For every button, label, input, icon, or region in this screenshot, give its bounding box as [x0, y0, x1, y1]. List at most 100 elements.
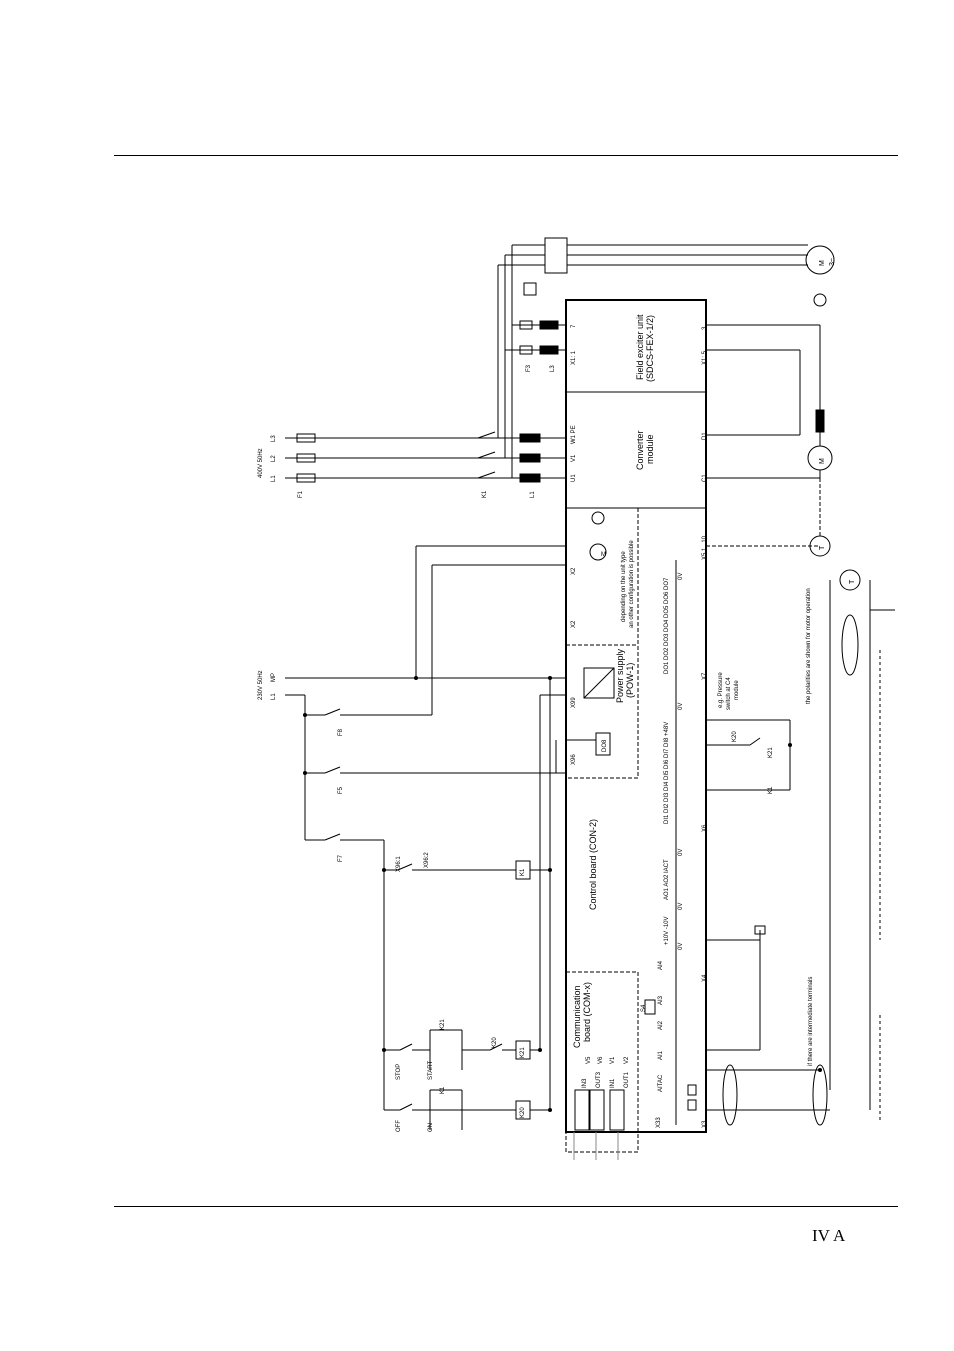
polarity-note: the polarities are shown for motor opera…: [806, 588, 812, 704]
zero-v-2: 0V: [678, 703, 684, 710]
stop-label: STOP: [396, 1064, 402, 1080]
x2-block: X2: [571, 567, 577, 575]
tacho-t: T: [819, 545, 826, 550]
zero-v-3: 0V: [678, 849, 684, 856]
comm-v2: V2: [624, 1056, 630, 1064]
comm-title-1: Communication: [572, 985, 582, 1048]
fex-title-1: Field exciter unit: [635, 314, 645, 380]
converter-title-1: Converter: [635, 430, 645, 470]
fan-motor-m: M: [601, 552, 606, 558]
phase-l3: L3: [271, 435, 277, 442]
fan-note-2: an other configuration is possible: [629, 540, 635, 628]
comm-v6: V6: [598, 1056, 604, 1064]
phase-l1: L1: [271, 475, 277, 482]
aitac-label: AITAC: [658, 1074, 664, 1092]
ai2-label: AI2: [658, 1020, 664, 1030]
zero-v-5: 0V: [678, 943, 684, 950]
term-v1: V1: [571, 454, 577, 462]
x3-label: X3: [702, 1120, 708, 1128]
ao-header: AO1 AO2 IACT: [664, 859, 670, 900]
comm-region: [565, 971, 639, 1153]
do8-box: DO8: [602, 739, 608, 752]
zero-v-1: 0V: [678, 573, 684, 580]
term-c1: C1: [702, 474, 708, 482]
x2-block-b: X2: [571, 620, 577, 628]
coil-k20: K20: [520, 1107, 526, 1118]
footer-rule: [114, 1206, 898, 1207]
x96-2: X96:2: [424, 852, 430, 868]
aux-l1: L1: [271, 693, 277, 700]
do-header: DO1 DO2 DO3 DO4 DO5 DO6 DO7: [664, 577, 670, 674]
k1-contact: K1: [440, 1086, 446, 1094]
x96-block: X96: [571, 754, 577, 765]
control-board-title: Control board (CON-2): [588, 819, 598, 910]
x5-label: X5 1...10: [702, 535, 708, 560]
x99-block: X99: [571, 697, 577, 708]
fuse-f3: F3: [526, 364, 532, 372]
di-k1: K1: [768, 786, 774, 794]
main-motor-m: M: [819, 458, 826, 464]
converter-title-2: module: [645, 434, 655, 464]
fuse-f5: F5: [338, 786, 344, 794]
di-k21: K21: [768, 747, 774, 758]
comm-in3: IN3: [582, 1078, 588, 1088]
choke-l1: L1: [530, 491, 536, 498]
s4-label: S4: [641, 1004, 647, 1012]
term-d1: D1: [702, 432, 708, 440]
coil-k21: K21: [520, 1047, 526, 1058]
psu-title-2: (POW-1): [625, 663, 635, 698]
di-k20: K20: [732, 731, 738, 742]
off-label: OFF: [396, 1120, 402, 1132]
intermediate-note: if there are intermediate terminals: [808, 977, 814, 1066]
fan-psu-region: [565, 507, 639, 779]
comm-title-2: board (COM-x): [582, 982, 592, 1042]
choke-l3: L3: [550, 365, 556, 372]
mains-label: 400V 50Hz: [258, 448, 264, 478]
psu-title-1: Power supply: [615, 648, 625, 703]
comm-out1: OUT1: [624, 1071, 630, 1088]
fan-motor-3ph: 3~: [829, 258, 836, 266]
di-header: DI1 DI2 DI3 DI4 DI5 DI6 DI7 DI8 +48V: [664, 722, 670, 824]
ai3-label: AI3: [658, 995, 664, 1005]
aux-mp: MP: [271, 673, 277, 682]
x6-label: X6: [702, 824, 708, 832]
ai1-label: AI1: [658, 1050, 664, 1060]
x4-label: X4: [702, 974, 708, 982]
fuse-f8: F8: [338, 728, 344, 736]
fan-motor-m2: M: [819, 260, 826, 266]
pressure-1: e.g. Pressure: [718, 672, 724, 708]
comm-v5: V5: [586, 1056, 592, 1064]
page-label: IV A: [812, 1226, 846, 1245]
start-label: START: [428, 1061, 434, 1080]
fuse-f1: F1: [298, 490, 304, 498]
ai-header: +10V -10V: [664, 916, 670, 945]
ai4-label: AI4: [658, 960, 664, 970]
term-w1: W1 PE: [571, 425, 577, 444]
comm-v1: V1: [610, 1056, 616, 1064]
term-u1: U1: [571, 474, 577, 482]
fex-title-2: (SDCS-FEX-1/2): [645, 315, 655, 382]
header-rule: [114, 155, 898, 156]
fex-x1-5: X1: 5: [702, 350, 708, 365]
zero-v-4: 0V: [678, 903, 684, 910]
fuse-f7: F7: [338, 854, 344, 862]
comm-out3: OUT3: [596, 1071, 602, 1088]
fex-x1-1: X1: 1: [571, 350, 577, 365]
fex-3: 3: [702, 326, 708, 330]
comm-in1: IN1: [610, 1078, 616, 1088]
comm-x33: X33: [656, 1117, 662, 1128]
fex-7: 7: [571, 324, 577, 328]
encoder-t: T: [849, 579, 856, 584]
pressure-2: switch at C4: [726, 677, 732, 710]
k21-contact: K21: [440, 1019, 446, 1030]
coil-k1: K1: [520, 868, 526, 876]
fan-note-1: depending on the unit type: [621, 551, 627, 622]
phase-l2: L2: [271, 455, 277, 462]
x96-1: X96:1: [396, 856, 402, 872]
contactor-k1: K1: [482, 490, 488, 498]
pressure-3: module: [734, 680, 740, 700]
on-label: ON: [428, 1123, 434, 1132]
aux-label: 230V 50Hz: [258, 670, 264, 700]
k20-contact: K20: [492, 1037, 498, 1048]
